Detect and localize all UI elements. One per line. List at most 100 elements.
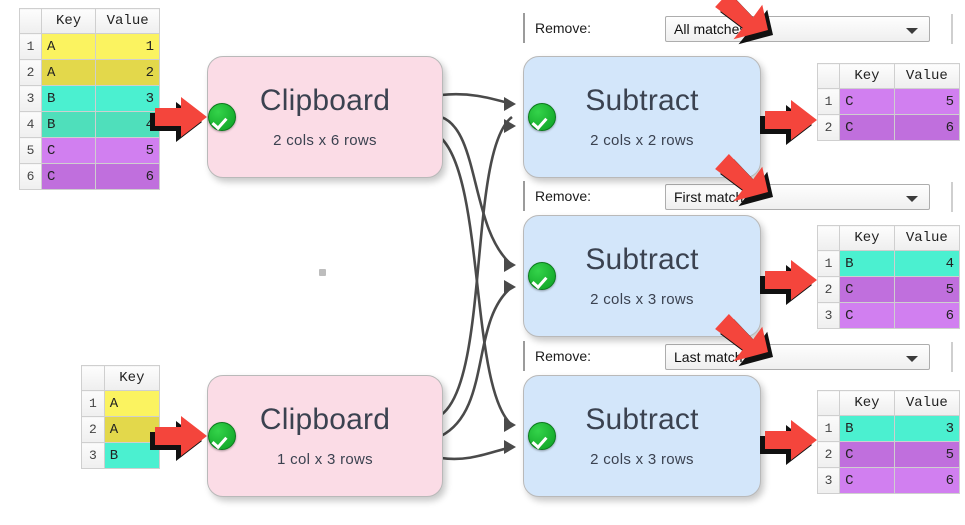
remove-dropdown[interactable]: First match [665,184,930,210]
red-arrow-cursor-icon [715,0,773,45]
red-arrow-cursor-icon [760,260,817,305]
chevron-down-icon[interactable] [906,356,918,362]
node-title: Subtract [585,242,699,276]
table-row[interactable]: 2 C 5 [816,276,961,303]
table-header-row: Key Value [816,225,961,251]
cell-value[interactable]: 6 [894,467,961,494]
column-header[interactable]: Key [839,225,895,251]
cell-value[interactable]: 2 [95,59,160,86]
node-title: Clipboard [259,402,391,436]
panel-divider [523,341,525,371]
cell-value[interactable]: 6 [95,163,160,190]
cell-key[interactable]: C [839,114,895,141]
chevron-down-icon[interactable] [906,196,918,202]
column-header[interactable]: Value [894,63,961,89]
row-number: 1 [816,250,841,277]
connector-clip-bot-to-subtract-1 [440,115,513,417]
remove-label: Remove: [535,348,592,364]
input-port-arrow[interactable] [504,418,516,432]
remove-dropdown[interactable]: All matches [665,16,930,42]
input-port-arrow[interactable] [504,97,516,111]
node-subtract-1[interactable]: Subtract 2 cols x 2 rows [523,56,761,178]
cell-value[interactable]: 6 [894,302,961,329]
row-number: 2 [19,59,42,86]
input-port-arrow[interactable] [504,280,516,294]
cell-key[interactable]: A [41,33,97,60]
node-title: Clipboard [259,83,391,117]
node-subtract-2[interactable]: Subtract 2 cols x 3 rows [523,215,761,337]
red-arrow-cursor-icon [760,100,817,145]
cell-key[interactable]: C [839,276,895,303]
table-row[interactable]: 1 B 4 [816,250,961,277]
row-number: 2 [816,114,841,141]
cell-key[interactable]: B [839,250,895,277]
node-clipboard-top[interactable]: Clipboard 2 cols x 6 rows [207,56,443,178]
table-row[interactable]: 5 C 5 [19,137,160,164]
cell-value[interactable]: 1 [95,33,160,60]
input-port-arrow[interactable] [504,258,516,272]
canvas-grid-dot [319,269,326,276]
cell-key[interactable]: B [41,111,97,138]
table-row[interactable]: 1 A [81,390,161,417]
node-clipboard-bottom[interactable]: Clipboard 1 col x 3 rows [207,375,443,497]
cell-value[interactable]: 5 [95,137,160,164]
table-grid: Key 1 A 2 A 3 B [81,365,161,469]
table-header-row: Key Value [816,390,961,416]
cell-value[interactable]: 5 [894,276,961,303]
table-grid: Key Value 1 C 5 2 C 6 [816,63,961,141]
column-header[interactable]: Key [839,63,895,89]
node-subtitle: 2 cols x 2 rows [590,131,694,149]
table-row[interactable]: 2 C 5 [816,441,961,468]
cell-key[interactable]: C [41,137,97,164]
remove-dropdown-value: Last match [674,349,743,365]
input-port-arrow[interactable] [504,440,516,454]
cell-key[interactable]: C [839,441,895,468]
row-number: 3 [81,442,105,469]
input-port-arrow[interactable] [504,119,516,133]
cell-key[interactable]: C [839,88,895,115]
node-subtract-3[interactable]: Subtract 2 cols x 3 rows [523,375,761,497]
remove-dropdown[interactable]: Last match [665,344,930,370]
row-number: 1 [81,390,105,417]
table-row[interactable]: 3 C 6 [816,302,961,329]
row-number: 6 [19,163,42,190]
column-header[interactable]: Key [41,8,97,34]
column-header[interactable]: Value [894,390,961,416]
chevron-down-icon[interactable] [906,28,918,34]
cell-key[interactable]: C [41,163,97,190]
table-header-row: Key Value [19,8,160,34]
column-header[interactable]: Key [839,390,895,416]
cell-key[interactable]: C [839,302,895,329]
row-number: 4 [19,111,42,138]
table-header-row: Key Value [816,63,961,89]
cell-key[interactable]: C [839,467,895,494]
row-number-corner [816,390,841,416]
cell-value[interactable]: 4 [894,250,961,277]
column-header[interactable]: Value [95,8,160,34]
status-ok-icon [528,103,556,131]
cell-key[interactable]: B [41,85,97,112]
cell-value[interactable]: 5 [894,88,961,115]
panel-divider [523,181,525,211]
status-ok-icon [208,103,236,131]
table-row[interactable]: 1 A 1 [19,33,160,60]
table-row[interactable]: 2 C 6 [816,114,961,141]
red-arrow-cursor-icon [760,420,817,465]
cell-key[interactable]: A [41,59,97,86]
row-number: 3 [19,85,42,112]
table-row[interactable]: 2 A 2 [19,59,160,86]
node-subtitle: 2 cols x 3 rows [590,290,694,308]
status-ok-icon [528,422,556,450]
table-row[interactable]: 6 C 6 [19,163,160,190]
table-row[interactable]: 1 C 5 [816,88,961,115]
remove-dropdown-value: First match [674,189,744,205]
row-number-corner [816,63,841,89]
table-grid: Key Value 1 B 4 2 C 5 3 C 6 [816,225,961,329]
status-ok-icon [528,262,556,290]
cell-value[interactable]: 6 [894,114,961,141]
remove-label: Remove: [535,188,592,204]
panel-divider [523,13,525,43]
column-header[interactable]: Value [894,225,961,251]
table-row[interactable]: 3 C 6 [816,467,961,494]
